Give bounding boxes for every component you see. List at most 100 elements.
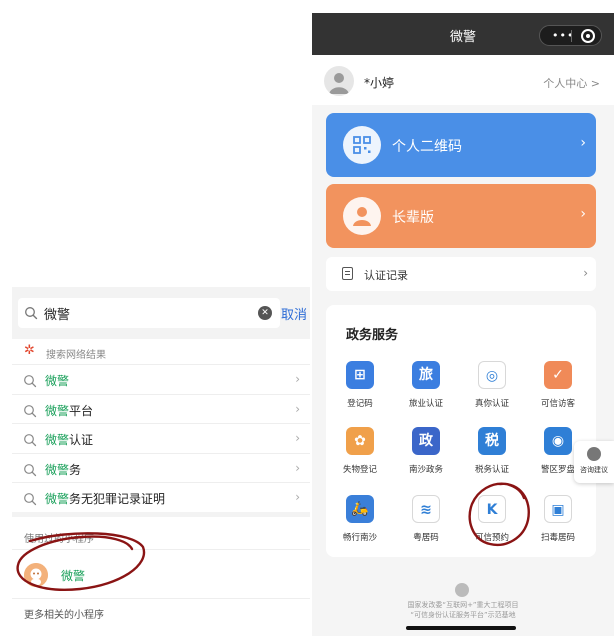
search-input[interactable]: 微警 ✕ xyxy=(18,298,280,328)
elder-icon xyxy=(343,197,381,235)
cancel-button[interactable]: 取消 xyxy=(281,308,308,323)
yue-residence-icon: ≋ xyxy=(412,495,440,523)
search-icon xyxy=(24,305,38,324)
clear-icon[interactable]: ✕ xyxy=(258,306,272,320)
chevron-right-icon: › xyxy=(580,135,586,151)
network-results-row[interactable]: ✲ 搜索网络结果 xyxy=(12,339,310,364)
qr-code-icon xyxy=(343,126,381,164)
capsule-divider xyxy=(571,30,572,42)
network-results-label: 搜索网络结果 xyxy=(46,350,106,361)
search-icon xyxy=(23,462,37,481)
service-item[interactable]: ✓ 可信访客 xyxy=(528,361,588,417)
gov-services-panel: 政务服务 ⊞登记码旅旅业认证◎真你认证✓可信访客✿失物登记政南沙政务税税务认证◉… xyxy=(326,305,596,557)
footer-line-2: “可信身份认证服务平台”示范基地 xyxy=(410,611,516,619)
user-bar: *小婷 个人中心 > xyxy=(312,55,614,105)
suggestion-text: 微警认证 xyxy=(45,431,93,448)
suggestion-highlight: 微警 xyxy=(45,374,70,388)
service-label: 警区罗盘 xyxy=(540,465,575,475)
service-item[interactable]: ◎真你认证 xyxy=(462,361,522,417)
page-title: 微警 xyxy=(449,30,476,45)
trusted-booking-icon: K xyxy=(478,495,506,523)
suggestion-row[interactable]: 微警务无犯罪记录证明 › xyxy=(12,482,310,512)
nansha-transit-icon: 🛵 xyxy=(346,495,374,523)
service-label: 登记码 xyxy=(347,399,373,409)
avatar xyxy=(324,66,354,96)
chevron-right-icon: › xyxy=(295,490,300,504)
weijing-miniprogram: 微警 ••• *小婷 个人中心 > 个人二维码 › 长辈版 › 认证记录 › 政… xyxy=(312,13,614,636)
search-query: 微警 xyxy=(44,308,71,323)
suggestion-text: 微警务 xyxy=(45,461,81,478)
chevron-right-icon: › xyxy=(295,372,300,386)
service-label: 税务认证 xyxy=(474,465,509,475)
more-miniprograms-link[interactable]: 更多相关的小程序 xyxy=(24,610,104,621)
suggestion-text: 微警务无犯罪记录证明 xyxy=(45,490,165,507)
auth-record-label: 认证记录 xyxy=(364,269,408,282)
register-code-icon: ⊞ xyxy=(346,361,374,389)
qr-code-card[interactable]: 个人二维码 › xyxy=(326,113,596,177)
service-label: 可信访客 xyxy=(540,399,575,409)
lost-item-icon: ✿ xyxy=(346,427,374,455)
close-target-icon[interactable] xyxy=(581,29,595,43)
user-center-link[interactable]: 个人中心 > xyxy=(543,77,600,90)
suggestion-rest: 认证 xyxy=(69,433,94,447)
service-label: 可信预约 xyxy=(474,533,509,543)
service-item[interactable]: 🛵畅行南沙 xyxy=(330,495,390,551)
miniprogram-item[interactable]: 微警 xyxy=(12,549,310,599)
service-item[interactable]: ✿ 失物登记 xyxy=(330,427,390,483)
emblem-icon xyxy=(455,583,469,597)
sparkle-icon: ✲ xyxy=(24,343,35,358)
suggestion-rest: 务 xyxy=(69,462,82,477)
search-icon xyxy=(23,373,37,392)
used-miniprograms: 使用过的小程序 微警 更多相关的小程序 xyxy=(12,517,310,636)
service-label: 南沙政务 xyxy=(408,465,443,475)
real-you-auth-icon: ◎ xyxy=(478,361,506,389)
feedback-button[interactable]: 咨询建议 xyxy=(574,441,614,483)
chevron-right-icon: › xyxy=(295,431,300,445)
search-panel: 微警 ✕ 取消 ✲ 搜索网络结果 微警›微警平台›微警认证›微警务›微警务无犯罪… xyxy=(12,287,310,636)
support-agent-icon xyxy=(587,447,601,461)
search-results: ✲ 搜索网络结果 微警›微警平台›微警认证›微警务›微警务无犯罪记录证明› xyxy=(12,339,310,512)
suggestion-row[interactable]: 微警认证 › xyxy=(12,423,310,453)
suggestion-highlight: 微警 xyxy=(45,433,70,447)
service-item[interactable]: 税税务认证 xyxy=(462,427,522,483)
police-compass-icon: ◉ xyxy=(544,427,572,455)
home-indicator xyxy=(406,626,516,630)
search-icon xyxy=(23,403,37,422)
chevron-right-icon: › xyxy=(583,266,588,280)
suggestion-row[interactable]: 微警务› xyxy=(12,452,310,483)
service-item[interactable]: ◉ 警区罗盘 xyxy=(528,427,588,483)
suggestion-row[interactable]: 微警平台 › xyxy=(12,393,310,424)
used-miniprograms-label: 使用过的小程序 xyxy=(24,534,94,545)
service-label: 失物登记 xyxy=(342,465,377,475)
chevron-right-icon: › xyxy=(580,206,586,222)
service-label: 旅业认证 xyxy=(408,399,443,409)
suggestion-text: 微警 xyxy=(45,372,69,389)
suggestion-rest: 平台 xyxy=(69,403,94,418)
service-item[interactable]: ⊞ 登记码 xyxy=(330,361,390,417)
service-item[interactable]: ≋ 粤居码 xyxy=(396,495,456,551)
service-item[interactable]: K 可信预约 xyxy=(462,495,522,551)
service-label: 粤居码 xyxy=(413,533,439,543)
search-icon xyxy=(23,432,37,451)
suggestion-text: 微警平台 xyxy=(45,402,93,419)
hotel-auth-icon: 旅 xyxy=(412,361,440,389)
footer-line-1: 国家发改委“互联网+”重大工程项目 xyxy=(407,601,519,609)
elder-mode-label: 长辈版 xyxy=(392,210,434,226)
suggestion-rest: 务无犯罪记录证明 xyxy=(69,492,166,506)
footer: 国家发改委“互联网+”重大工程项目 “可信身份认证服务平台”示范基地 xyxy=(312,580,614,636)
auth-record-row[interactable]: 认证记录 › xyxy=(326,257,596,291)
suggestion-row[interactable]: 微警 › xyxy=(12,364,310,394)
trusted-visitor-icon: ✓ xyxy=(544,361,572,389)
suggestion-highlight: 微警 xyxy=(45,492,70,506)
qr-code-label: 个人二维码 xyxy=(392,139,462,155)
more-icon[interactable]: ••• xyxy=(552,29,575,42)
service-item[interactable]: 政南沙政务 xyxy=(396,427,456,483)
suggestion-highlight: 微警 xyxy=(45,462,70,477)
scan-residence-icon: ▣ xyxy=(544,495,572,523)
suggestion-highlight: 微警 xyxy=(45,403,70,418)
elder-mode-card[interactable]: 长辈版 › xyxy=(326,184,596,248)
service-item[interactable]: 旅旅业认证 xyxy=(396,361,456,417)
chevron-right-icon: › xyxy=(295,401,300,416)
weijing-logo-icon xyxy=(24,563,48,587)
service-item[interactable]: ▣扫毒居码 xyxy=(528,495,588,551)
